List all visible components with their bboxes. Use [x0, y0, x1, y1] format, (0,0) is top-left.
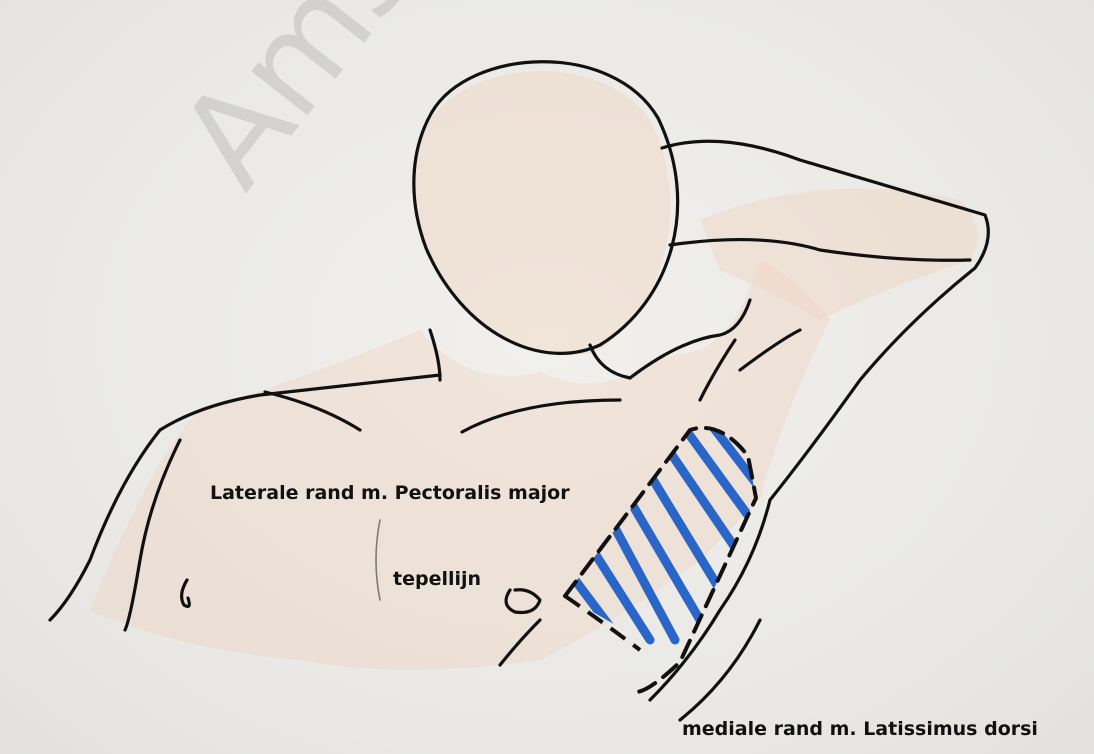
latissimus-label: mediale rand m. Latissimus dorsi: [682, 720, 1038, 739]
skin-shading: [90, 71, 978, 670]
pectoralis-label: Laterale rand m. Pectoralis major: [210, 484, 570, 503]
nipple-line-label: tepellijn: [393, 570, 481, 589]
